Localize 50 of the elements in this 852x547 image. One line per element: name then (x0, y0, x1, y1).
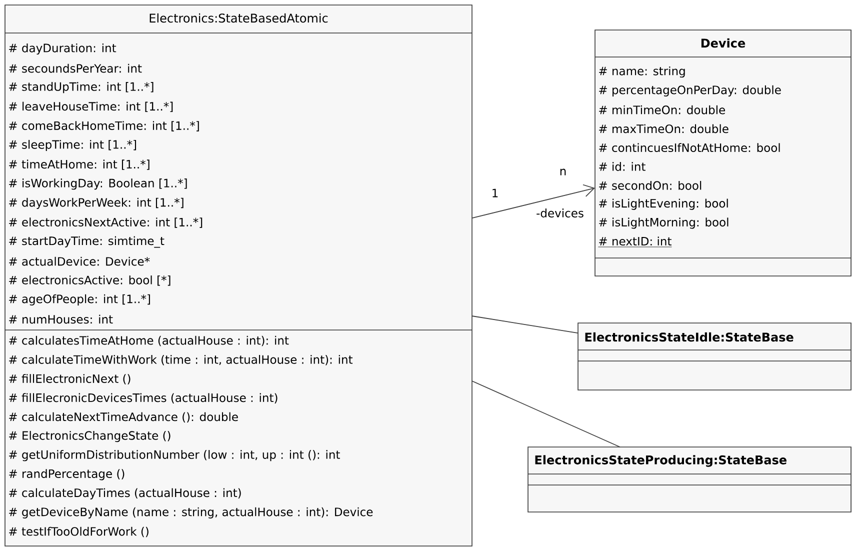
attribute-text: # nextID: int (598, 236, 672, 248)
attribute-text: # sleepTime: int [1..*] (9, 140, 136, 152)
attribute-text: # isLightEvening: bool (599, 198, 728, 210)
operation-text: # ElectronicsChangeState () (9, 430, 170, 442)
class-box (528, 446, 852, 512)
association-line (472, 316, 578, 334)
attribute-text: # comeBackHomeTime: int [1..*] (9, 121, 199, 132)
attribute-text: # actualDevice: Device* (9, 256, 150, 266)
attribute-text: # daysWorkPerWeek: int [1..*] (9, 198, 184, 209)
attribute-text: # secoundsPerYear: int (9, 64, 142, 73)
attribute-text: # maxTimeOn: double (599, 124, 728, 134)
attribute-text: # numHouses: int (9, 314, 113, 324)
operation-text: # fillElectronicNext () (9, 374, 130, 384)
class-name: ElectronicsStateIdle:StateBase (585, 332, 794, 342)
association-line (472, 184, 595, 218)
operation-text: # testIfTooOldForWork () (9, 526, 148, 538)
class-name: Electronics:StateBasedAtomic (150, 13, 328, 23)
attribute-text: # leaveHouseTime: int [1..*] (9, 102, 173, 112)
edge-label: -devices (535, 208, 585, 218)
operation-text: # calculateNextTimeAdvance (): double (9, 412, 238, 423)
attribute-text: # secondOn: bool (599, 180, 702, 190)
class-box (4, 4, 472, 546)
attribute-text: # minTimeOn: double (599, 105, 725, 114)
association-line (472, 380, 620, 448)
attribute-text: # id: int (599, 162, 646, 171)
attribute-text: # standUpTime: int [1..*] (9, 82, 154, 94)
operation-text: # getDeviceByName (name : string, actualHouse : int): Device (9, 507, 373, 518)
class-box (578, 322, 852, 390)
class-box (594, 30, 852, 276)
attribute-text: # timeAtHome: int [1..*] (9, 160, 150, 170)
operation-text: # calculatesTimeAtHome (actualHouse : int): int (9, 336, 289, 346)
class-name: ElectronicsStateProducing:StateBase (535, 455, 786, 467)
attribute-text: # percentageOnPerDay: double (599, 85, 781, 96)
attribute-text: # ageOfPeople: int [1..*] (9, 294, 150, 306)
multiplicity-label: n (560, 168, 566, 176)
multiplicity-label: 1 (492, 188, 498, 198)
attribute-text: # isWorkingDay: Boolean [1..*] (9, 178, 187, 190)
attribute-text: # dayDuration: int (9, 43, 116, 55)
operation-text: # getUniformDistributionNumber (low : int, up : int (): int (9, 450, 340, 462)
attribute-text: # startDayTime: simtime_t (9, 236, 164, 248)
operation-text: # randPercentage () (9, 469, 124, 480)
attribute-text: # name: string (599, 66, 685, 78)
attribute-text: # isLightMorning: bool (599, 218, 728, 229)
operation-text: # calculateTimeWithWork (time : int, actualHouse : int): int (9, 354, 353, 366)
attribute-text: # electronicsNextActive: int [1..*] (9, 218, 202, 228)
class-name: Device (701, 38, 746, 48)
attribute-text: # electronicsActive: bool [*] (9, 275, 170, 286)
attribute-text: # contincuesIfNotAtHome: bool (599, 143, 780, 152)
operation-text: # fillElecronicDevicesTimes (actualHouse : int) (9, 393, 278, 404)
operation-text: # calculateDayTimes (actualHouse : int) (9, 488, 241, 500)
